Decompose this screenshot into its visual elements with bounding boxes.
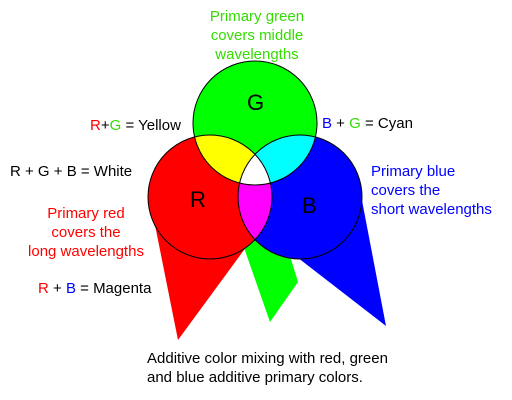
magenta-eq-plus: + [48, 280, 66, 297]
yellow-equation: R+G = Yellow [90, 116, 181, 135]
cyan-eq-g: G [349, 115, 361, 132]
primary-green-line-3: wavelengths [215, 46, 299, 63]
yellow-eq-rest: = Yellow [121, 117, 181, 134]
yellow-eq-plus: + [100, 117, 110, 134]
magenta-equation: R + B = Magenta [38, 279, 151, 298]
primary-green-line-2: covers middle [210, 27, 304, 44]
cyan-eq-plus: + [332, 115, 350, 132]
primary-blue-line-1: Primary blue [371, 163, 456, 180]
primary-blue-line-2: covers the [371, 182, 441, 199]
caption-line-2: and blue additive primary colors. [147, 369, 363, 386]
circle-outlines [147, 60, 363, 260]
primary-green-line-1: Primary green [209, 8, 305, 25]
yellow-eq-g: G [109, 117, 122, 134]
caption-line-1: Additive color mixing with red, green [147, 350, 388, 367]
cyan-eq-b: B [322, 115, 333, 132]
primary-blue-line-3: short wavelengths [371, 201, 492, 218]
cyan-eq-rest: = Cyan [360, 115, 413, 132]
white-equation: R + G + B = White [10, 163, 133, 180]
green-circle-letter: G [247, 90, 264, 115]
primary-red-line-1: Primary red [47, 205, 125, 222]
cyan-overlap [238, 135, 317, 185]
primary-red-line-3: long wavelengths [28, 243, 144, 260]
primary-green-label: Primary green covers middle wavelengths [190, 7, 324, 64]
magenta-eq-rest: = Magenta [75, 280, 152, 297]
diagram-caption: Additive color mixing with red, green an… [147, 349, 388, 387]
primary-red-line-2: covers the [51, 224, 121, 241]
magenta-eq-b: B [65, 280, 76, 297]
blue-circle-letter: B [302, 193, 317, 218]
yellow-overlap [193, 135, 272, 185]
red-circle-letter: R [190, 187, 206, 212]
primary-blue-label: Primary blue covers the short wavelength… [371, 162, 492, 219]
cyan-equation: B + G = Cyan [322, 114, 413, 133]
yellow-eq-r: R [90, 117, 101, 134]
magenta-eq-r: R [38, 280, 49, 297]
primary-red-label: Primary red covers the long wavelengths [12, 204, 160, 261]
